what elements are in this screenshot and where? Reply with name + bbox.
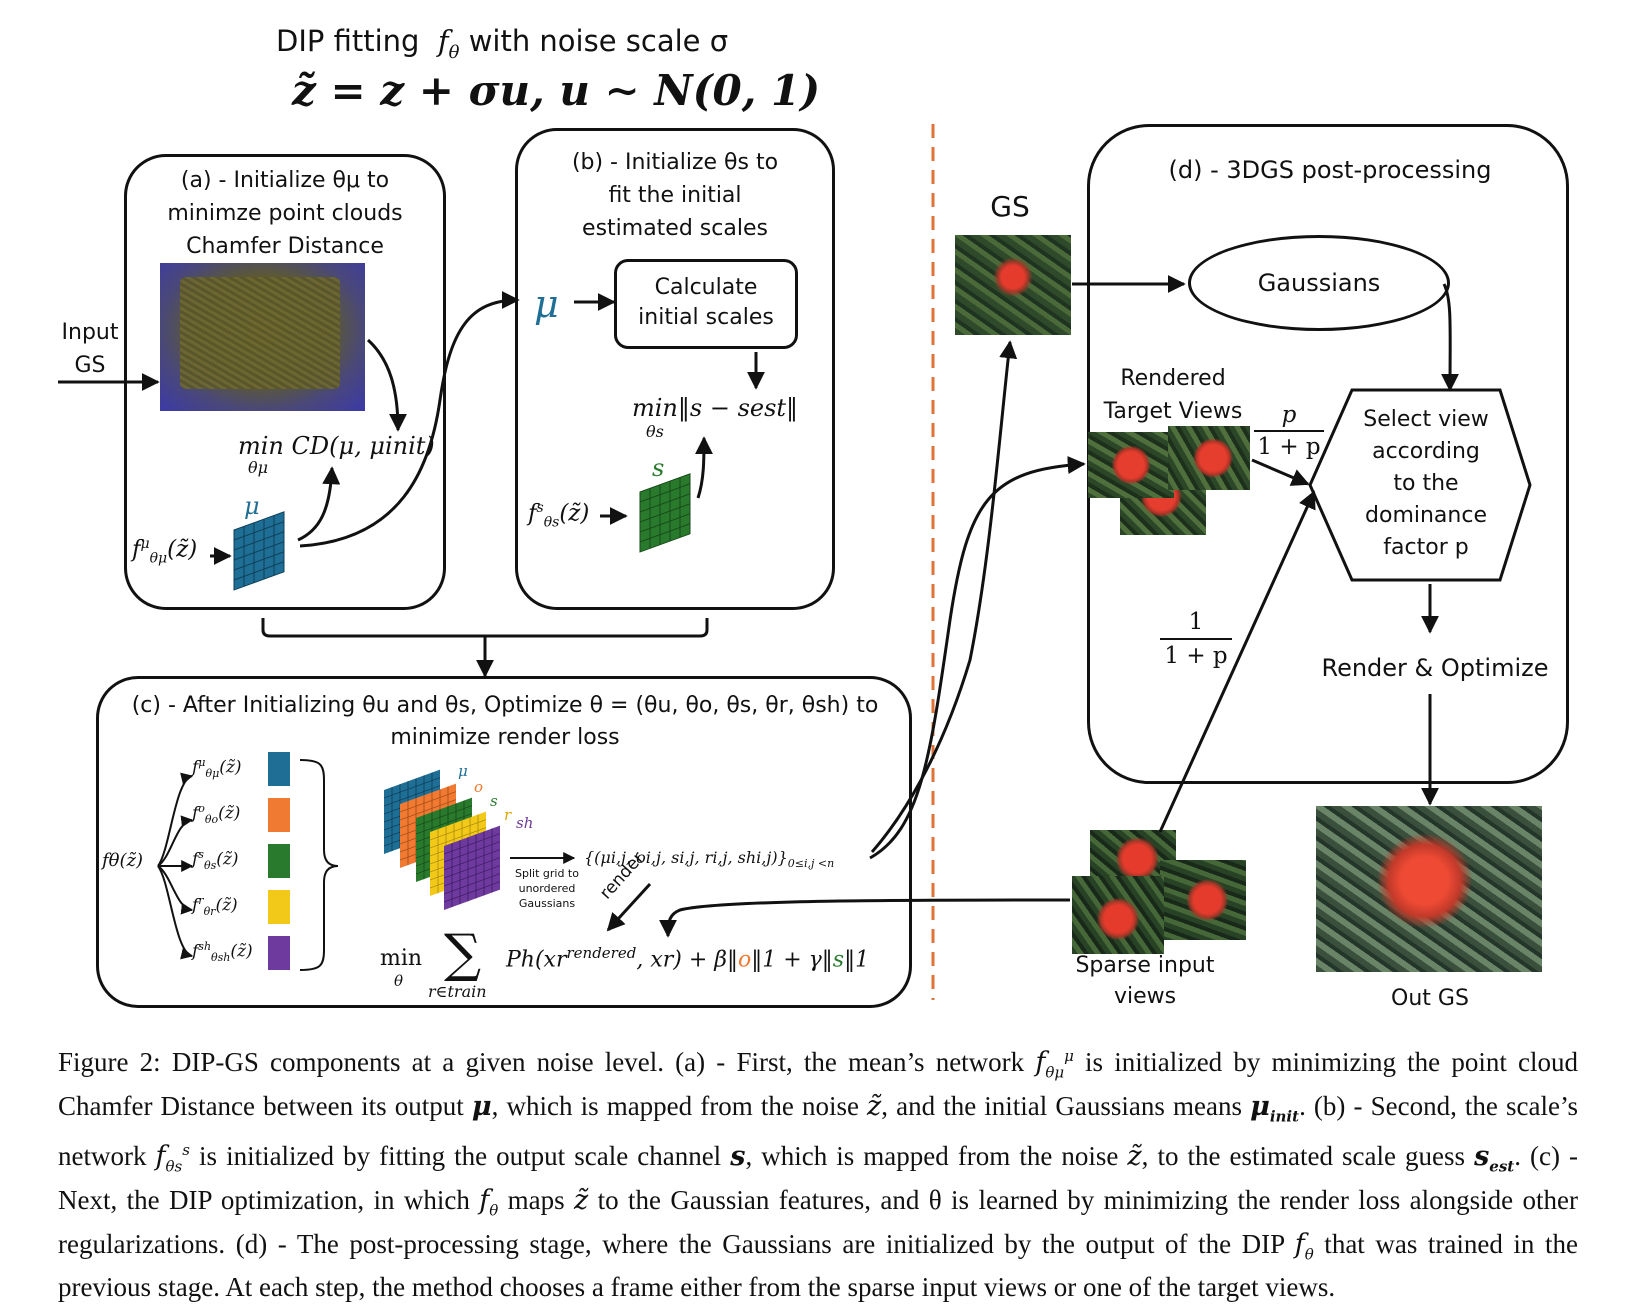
render-optimize-label: Render & Optimize xyxy=(1321,654,1549,682)
s-grid-to-objective-arrow xyxy=(694,436,713,499)
gs-label: GS xyxy=(990,190,1030,223)
title-func: fθ xyxy=(437,24,460,63)
gaussian-set: {(μi,j, oi,j, si,j, ri,j, shi,j)}0≤i,j <… xyxy=(584,848,835,871)
channel-mu-square xyxy=(268,752,290,786)
rendered-to-select-arrow xyxy=(1251,458,1310,486)
panel-c-root: fθ(z̃) xyxy=(102,850,144,871)
feature-stack xyxy=(384,769,500,910)
channel-r-square xyxy=(268,890,290,924)
panel-a-title: (a) - Initialize θμ to minimze point clo… xyxy=(167,168,403,259)
loss-min: min xyxy=(380,946,423,971)
channel-sh-square xyxy=(268,936,290,970)
gaussians-node: Gaussians xyxy=(1188,235,1450,331)
set-to-gs-arrow xyxy=(870,340,1018,853)
panel-a-grid-label: μ xyxy=(244,492,260,520)
panel-b-network: fsθs(z̃) xyxy=(528,500,590,531)
panel-c-title: (c) - After Initializing θu and θs, Opti… xyxy=(131,693,879,750)
stack-label-mu: μ xyxy=(458,762,468,780)
sparse-view-3 xyxy=(1072,876,1164,954)
branch-sh: fshθsh(z̃) xyxy=(192,940,253,965)
input-gs-label: Input GS xyxy=(61,320,119,378)
point-cloud-image xyxy=(160,263,365,411)
gaussians-to-rendered-arrow xyxy=(869,456,1086,860)
fraction-sparse: 1 1 + p xyxy=(1160,606,1232,672)
cap-s-est: sest xyxy=(1474,1140,1515,1176)
panel-b xyxy=(515,128,835,610)
rendered-view-1 xyxy=(1088,432,1174,498)
fraction-target: p 1 + p xyxy=(1254,400,1324,462)
rendered-view-2 xyxy=(1168,426,1250,490)
panel-b-objective: min‖s − sest‖ xyxy=(632,394,799,422)
panel-d-title: (d) - 3DGS post-processing xyxy=(1168,156,1492,184)
title-text: DIP fitting xyxy=(276,24,420,58)
gs-photo xyxy=(955,235,1071,335)
cap-f-theta-2: fθ xyxy=(1294,1228,1314,1263)
stack-label-sh: sh xyxy=(516,814,534,832)
out-gs-label: Out GS xyxy=(1391,986,1469,1011)
panel-b-title: (b) - Initialize θs to fit the initial e… xyxy=(571,150,779,241)
cap-mu-init: μinit xyxy=(1250,1090,1300,1126)
loss-sum-symbol: ∑ xyxy=(444,924,482,984)
select-view-label: Select view according to the dominance f… xyxy=(1363,407,1489,560)
gaussians-to-select-arrow xyxy=(1441,283,1460,392)
split-grid-note: Split grid to unordered Gaussians xyxy=(515,867,579,910)
sparse-to-select-arrow xyxy=(1158,490,1316,833)
cap-f-s: fθss xyxy=(155,1140,190,1176)
figure-title: DIP fitting fθ with noise scale σ xyxy=(276,24,728,63)
mu-grid-to-panel-b-arrow xyxy=(299,291,520,548)
calc-scales-box: Calculate initial scales xyxy=(614,259,798,349)
stack-label-o: o xyxy=(474,778,484,796)
mu-grid-to-objective-arrow xyxy=(297,466,341,542)
panel-b-objective-sub: θs xyxy=(646,422,664,441)
panel-c xyxy=(96,676,912,1008)
channel-o-square xyxy=(268,798,290,832)
s-grid xyxy=(639,473,691,553)
render-arrow xyxy=(606,882,652,932)
out-gs-photo xyxy=(1316,806,1542,972)
branch-r: frθr(z̃) xyxy=(192,894,238,919)
sparse-input-label: Sparse input views xyxy=(1075,953,1215,1009)
sparse-view-2 xyxy=(1160,860,1246,940)
mu-grid xyxy=(233,511,285,591)
branch-o: foθo(z̃) xyxy=(192,802,241,827)
panel-b-grid-label: s xyxy=(652,454,665,482)
cap-f-theta: fθ xyxy=(479,1184,499,1220)
cap-f-mu: fθμμ xyxy=(1035,1047,1074,1082)
branch-curves xyxy=(157,772,194,960)
stack-label-r: r xyxy=(504,806,512,824)
panel-a-objective: min CD(μ, μinit) xyxy=(238,432,435,460)
rendered-target-views-label: Rendered Target Views xyxy=(1103,366,1243,424)
cloud-to-objective-arrow xyxy=(366,338,407,432)
panel-a-network: fμθμ(z̃) xyxy=(132,536,198,567)
channels-brace xyxy=(299,759,339,971)
sparse-to-loss-arrow xyxy=(659,898,1071,938)
combine-bracket xyxy=(261,618,709,638)
panel-b-mu: μ xyxy=(534,282,559,326)
stack-label-s: s xyxy=(490,792,498,810)
panel-a-objective-sub: θμ xyxy=(248,458,269,477)
figure-caption: Figure 2: DIP-GS components at a given n… xyxy=(58,1047,1578,1303)
loss-min-sub: θ xyxy=(394,972,404,990)
loss-expression: Ph(xrrendered, xr) + β‖o‖1 + γ‖s‖1 xyxy=(506,944,870,973)
loss-sum-sub: r∈train xyxy=(428,982,487,1001)
branch-mu: fμθμ(z̃) xyxy=(192,756,242,781)
branch-s: fsθs(z̃) xyxy=(192,848,239,873)
title-tail: with noise scale σ xyxy=(468,24,729,58)
channel-s-square xyxy=(268,844,290,878)
noise-formula: z̃ = z + σu, u ∼ N(0, 1) xyxy=(292,66,821,115)
